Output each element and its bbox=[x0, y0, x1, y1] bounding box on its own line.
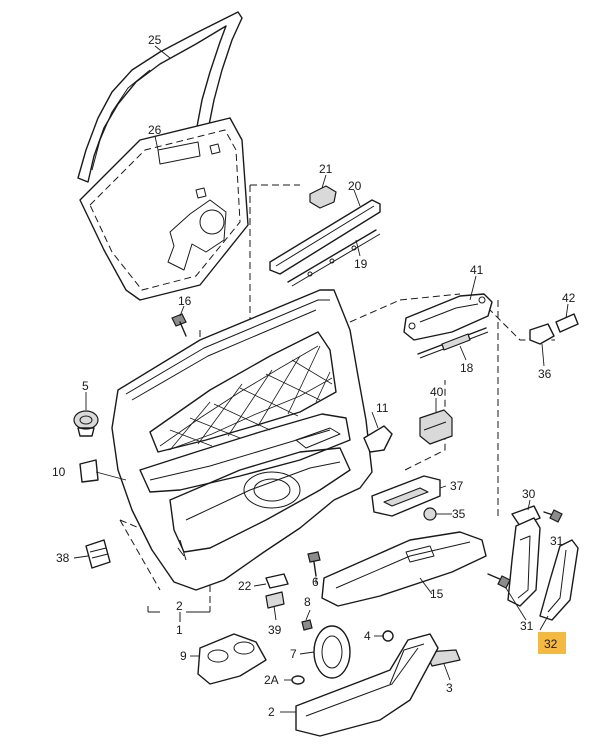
label-21: 21 bbox=[319, 162, 333, 176]
part-32-grab-handle bbox=[539, 539, 579, 621]
part-10-plug bbox=[79, 459, 99, 483]
label-42: 42 bbox=[562, 291, 576, 305]
label-10: 10 bbox=[52, 465, 66, 479]
label-41: 41 bbox=[470, 263, 484, 277]
label-3: 3 bbox=[446, 681, 453, 695]
door-panel bbox=[111, 289, 373, 591]
label-15: 15 bbox=[430, 587, 444, 601]
part-11-cover bbox=[363, 425, 393, 453]
label-2-lower: 2 bbox=[268, 705, 275, 719]
label-2-upper: 2 bbox=[176, 599, 183, 613]
part-39-clip bbox=[265, 591, 285, 609]
label-22: 22 bbox=[238, 579, 252, 593]
part-41-handle-bracket bbox=[403, 293, 493, 341]
label-26: 26 bbox=[148, 123, 162, 137]
part-26-membrane bbox=[79, 117, 249, 301]
part-7-speaker bbox=[313, 625, 351, 679]
label-2A: 2A bbox=[264, 673, 279, 687]
part-37-bezel bbox=[371, 475, 441, 517]
label-8: 8 bbox=[304, 595, 311, 609]
label-4: 4 bbox=[364, 629, 371, 643]
label-19: 19 bbox=[354, 257, 368, 271]
part-2-lower-panel bbox=[295, 633, 439, 737]
leader-lines bbox=[73, 45, 569, 713]
part-22-clip bbox=[265, 573, 289, 589]
label-11: 11 bbox=[376, 401, 389, 415]
part-40-switch bbox=[419, 409, 453, 445]
part-18-cable bbox=[417, 327, 489, 359]
part-20-trim-strip bbox=[269, 199, 381, 275]
part-4-clip bbox=[382, 630, 394, 642]
label-18: 18 bbox=[460, 361, 474, 375]
label-32: 32 bbox=[544, 637, 558, 651]
label-39: 39 bbox=[268, 623, 282, 637]
part-8-screw bbox=[301, 619, 313, 631]
part-16-screw bbox=[171, 313, 187, 337]
label-37: 37 bbox=[450, 479, 464, 493]
label-7: 7 bbox=[290, 647, 297, 661]
part-21-clip bbox=[309, 185, 337, 209]
part-9-cup-holder bbox=[197, 633, 267, 685]
part-30-bracket bbox=[511, 505, 541, 527]
part-35-button bbox=[423, 507, 437, 521]
label-25: 25 bbox=[148, 33, 162, 47]
label-9: 9 bbox=[180, 649, 187, 663]
highlight-box-32 bbox=[538, 632, 566, 654]
part-36-cap bbox=[529, 323, 555, 345]
label-30: 30 bbox=[522, 487, 536, 501]
part-2A-washer bbox=[291, 675, 305, 685]
part-6-screw bbox=[307, 551, 321, 577]
part-5-fastener bbox=[73, 410, 99, 437]
label-36: 36 bbox=[538, 367, 552, 381]
label-1: 1 bbox=[176, 623, 183, 637]
label-40: 40 bbox=[430, 385, 444, 399]
label-5: 5 bbox=[82, 379, 89, 393]
label-38: 38 bbox=[56, 551, 70, 565]
part-38-vent bbox=[85, 539, 111, 569]
assembly-bracket bbox=[147, 606, 211, 622]
part-31-screws bbox=[487, 509, 563, 589]
label-20: 20 bbox=[348, 179, 362, 193]
callout-labels: 25 26 21 20 19 16 41 42 18 36 5 40 11 10… bbox=[52, 33, 576, 719]
part-15-armrest bbox=[321, 531, 487, 607]
part-30-handle-frame bbox=[507, 517, 541, 607]
label-31-lower: 31 bbox=[520, 619, 534, 633]
part-19-seal-strip bbox=[287, 229, 381, 287]
label-16: 16 bbox=[178, 294, 192, 308]
label-35: 35 bbox=[452, 507, 466, 521]
label-31-upper: 31 bbox=[550, 534, 564, 548]
part-42-cap bbox=[555, 313, 579, 333]
label-6: 6 bbox=[312, 575, 319, 589]
